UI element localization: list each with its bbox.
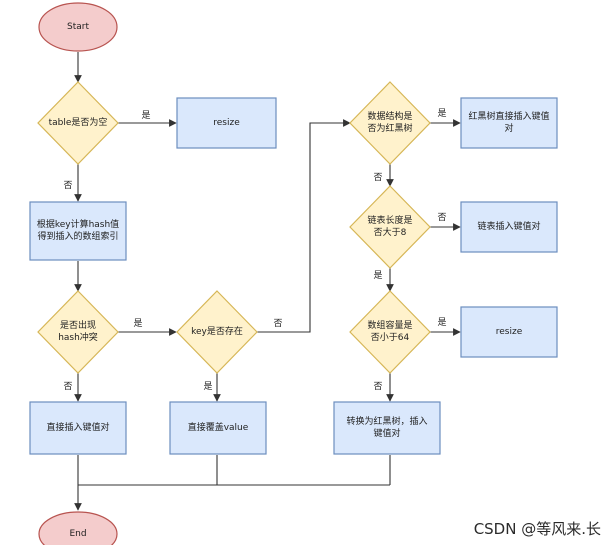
- decision-capacity: [349, 290, 431, 374]
- process-resize-2: [460, 306, 558, 358]
- overwrite-label: 直接覆盖value: [187, 423, 249, 433]
- process-resize-1: [176, 97, 277, 149]
- edge-label-rb-yes: 是: [437, 109, 447, 119]
- process-convert-rbtree: [333, 401, 441, 455]
- resize-2-label: resize: [495, 327, 523, 337]
- process-overwrite: [169, 401, 267, 455]
- start-terminal: [38, 2, 118, 52]
- edge-label-cap-yes: 是: [437, 318, 447, 328]
- decision-table-empty: [37, 81, 119, 165]
- edge-label-table-no: 否: [63, 181, 73, 191]
- is-rbtree-label: 数据结构是 否为红黑树: [367, 112, 413, 134]
- decision-hash-conflict: [37, 290, 119, 374]
- edge-label-key-yes: 是: [203, 382, 213, 392]
- process-list-insert: [460, 201, 558, 253]
- list-len-label: 链表长度是 否大于8: [367, 216, 413, 238]
- edge-label-table-yes: 是: [141, 111, 151, 121]
- resize-1-label: resize: [213, 118, 240, 128]
- hash-conflict-label: 是否出现 hash冲突: [58, 321, 98, 343]
- edge-label-len-yes: 是: [373, 271, 383, 281]
- insert-direct-label: 直接插入键值对: [46, 423, 110, 433]
- end-label: End: [69, 529, 87, 539]
- end-terminal: [38, 511, 118, 545]
- edges: [74, 52, 461, 511]
- edge-label-hash-yes: 是: [133, 319, 143, 329]
- edge-key-no-rbtree: [257, 119, 351, 333]
- convert-rbtree-label: 转换为红黑树，插入 键值对: [346, 417, 428, 439]
- process-insert-direct: [29, 401, 127, 455]
- rbtree-insert-label: 红黑树直接插入键值 对: [468, 112, 550, 134]
- list-insert-label: 链表插入键值对: [477, 222, 541, 232]
- edge-label-len-no: 否: [437, 213, 447, 223]
- edge-label-cap-no: 否: [373, 382, 383, 392]
- key-exists-label: key是否存在: [191, 327, 243, 337]
- decision-list-len: [349, 185, 431, 269]
- decision-key-exists: [176, 290, 258, 374]
- start-label: Start: [67, 22, 89, 32]
- table-empty-label: table是否为空: [48, 118, 108, 128]
- process-compute-index: [29, 201, 127, 261]
- watermark: CSDN @等风来.长: [473, 520, 601, 538]
- edge-label-rb-no: 否: [373, 173, 383, 183]
- decision-is-rbtree: [349, 81, 431, 165]
- capacity-label: 数组容量是 否小于64: [367, 321, 413, 343]
- compute-index-label: 根据key计算hash值 得到插入的数组索引: [36, 220, 120, 242]
- edge-label-key-no: 否: [273, 319, 283, 329]
- process-rbtree-insert: [460, 97, 558, 149]
- edge-label-hash-no: 否: [63, 382, 73, 392]
